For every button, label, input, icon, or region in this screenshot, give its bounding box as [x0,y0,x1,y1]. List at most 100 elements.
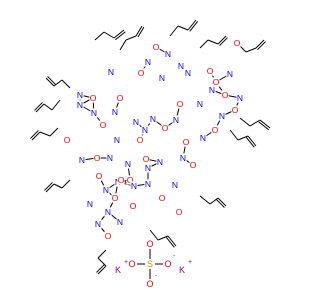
atom-label-background [102,185,110,195]
nitrogen-atom: N [165,49,171,59]
allyl-arm-bond [187,19,197,31]
oxygen-atom: O [213,77,220,87]
oxygen-atom: O [100,120,107,130]
allyl-double-bond [96,264,105,273]
allyl-arm-bond [249,119,261,127]
atom-label-background [149,114,157,124]
allyl-arm-bond [149,229,159,241]
oxygen-atom: O [162,123,169,133]
nitrogen-atom: N [79,155,85,165]
atom-label-background [158,193,166,203]
oxygen-atom: O [232,105,239,115]
atom-label-background [218,111,226,121]
allyl-arm-bond [97,257,107,267]
allyl-arm-bond [31,131,41,141]
atom-label-background [144,57,152,67]
allyl-arm-bond [53,79,63,87]
allyl-arm-bond [94,31,105,41]
allyl-arm-bond [177,25,189,31]
atom-label-background [142,154,150,164]
atom-label-background [206,66,214,76]
atom-label-background [89,93,97,103]
allyl-arm-bond [125,35,137,41]
atom-label-background [124,159,132,169]
allyl-double-bond [44,182,53,191]
atom-label-background [221,90,229,100]
nitrogen-atom: N [157,157,163,167]
oxygen-atom: O [118,175,125,185]
nitrogen-atom: N [200,133,206,143]
allyl-double-bond [30,130,39,139]
oxygen-atom: O [143,154,150,164]
nitrogen-atom: N [209,85,215,95]
oxygen-atom: O [190,160,197,170]
allyl-arm-bond [61,79,71,89]
allyl-arm-bond [167,235,177,247]
atom-label-background [171,180,179,190]
oxygen-atom: O [64,135,71,145]
atom-label-background [161,123,169,133]
atom-label-background [129,201,137,211]
atom-label-background [189,160,197,170]
allyl-arm-bond [97,249,107,259]
nitrogen-atom: N [103,185,109,195]
atom-label-background [116,217,124,227]
atom-label-background [117,175,125,185]
atom-label-background [63,135,71,145]
allyl-arm-bond [229,129,239,141]
atom-label-background [111,193,119,203]
potassium-ion-right: K [179,265,185,275]
atom-label-background [106,153,114,163]
atom-label-background [184,68,192,78]
oxygen-atom: O [130,201,137,211]
allyl-double-bond [189,21,199,32]
atom-label-background [177,61,185,71]
allyl-arm-bond [61,179,71,189]
nitrogen-atom: N [77,100,83,110]
oxygen-atom: O [112,193,119,203]
nitrogen-atom: N [107,153,113,163]
oxygen-atom: O [117,93,124,103]
nitrogen-atom: N [237,93,243,103]
allyl-arm-bond [199,39,209,49]
potassium-ion-left: K [115,265,121,275]
atom-label-background [208,85,216,95]
nitrogen-atom: N [131,181,137,191]
nitrogen-atom: N [105,207,111,217]
atom-label-background [95,171,103,181]
oxygen-atom: O [105,231,112,241]
allyl-arm-bond [259,119,271,129]
potassium-left-charge: + [124,259,128,266]
atom-label-background [199,133,207,143]
allyl-double-bond [115,31,126,41]
nitrogen-atom: N [180,153,186,163]
oxygen-atom: O [183,137,190,147]
nitrogen-atom: N [117,217,123,227]
sulfate-oxygen-right: O [164,259,171,269]
allyl-arm-bond [119,39,127,51]
allyl-arm-bond [135,25,143,37]
atom-label-background [164,49,172,59]
nitrogen-atom: N [227,69,233,79]
atom-label-background [182,137,190,147]
sulfate-oxygen-right-charge: - [173,253,176,260]
allyl-arm-bond [45,77,55,87]
atom-label-background [76,100,84,110]
nitrogen-atom: N [197,99,203,109]
nitrogen-atom: N [185,68,191,78]
allyl-arm-bond [113,29,125,39]
atom-label-background [111,107,119,117]
allyl-arm-bond [209,197,219,205]
allyl-arm-bond [97,265,107,275]
atom-label-background [226,69,234,79]
atom-label-background [233,38,241,48]
allyl-arm-bond [43,103,53,111]
allyl-double-bond [47,76,56,85]
nitrogen-atom: N [133,117,139,127]
allyl-double-bond [258,121,269,131]
nitrogen-atom: N [95,219,101,229]
allyl-arm-bond [45,183,55,193]
atom-label-background [175,207,183,217]
